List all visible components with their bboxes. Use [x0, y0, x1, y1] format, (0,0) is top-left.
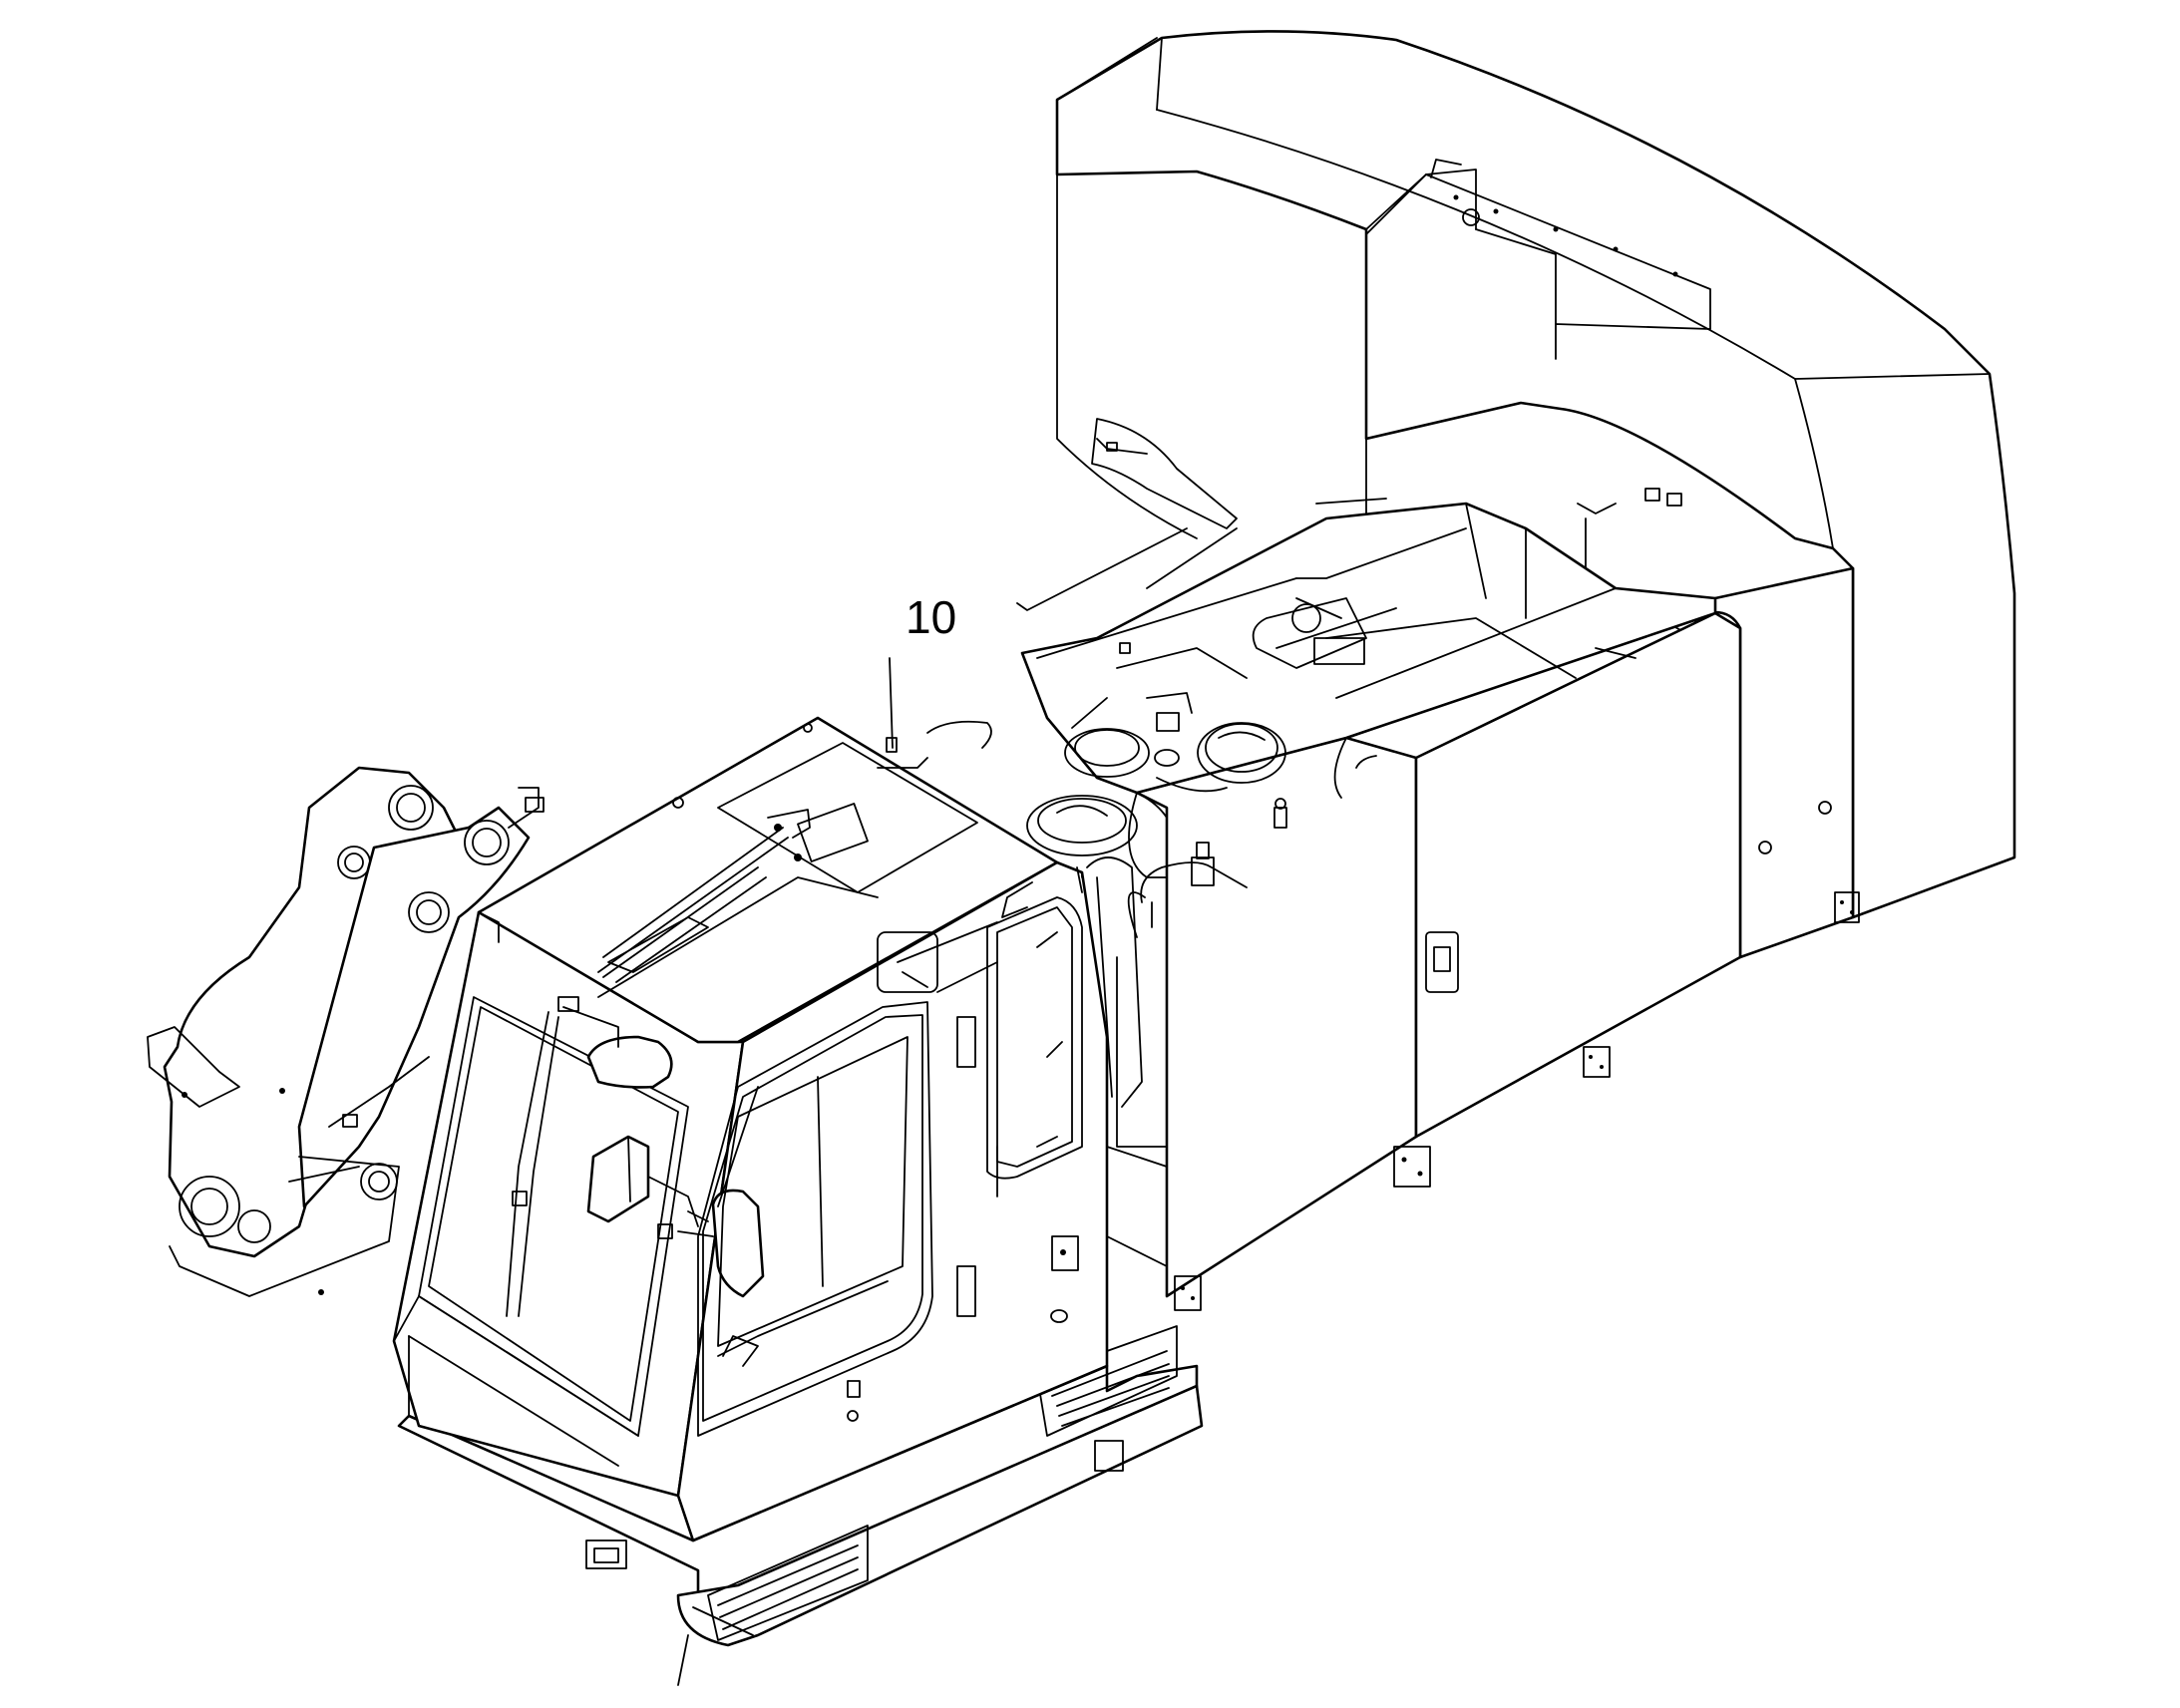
operator-cab — [392, 657, 1377, 1686]
callout-label: 10 — [906, 591, 956, 643]
step-tread-grid — [717, 1350, 1170, 1630]
boom-mount — [147, 766, 545, 1297]
upper-frame — [1016, 418, 1717, 1297]
antenna — [889, 657, 894, 749]
callout-10: 10 — [906, 591, 956, 643]
counterweight — [1055, 30, 2016, 919]
